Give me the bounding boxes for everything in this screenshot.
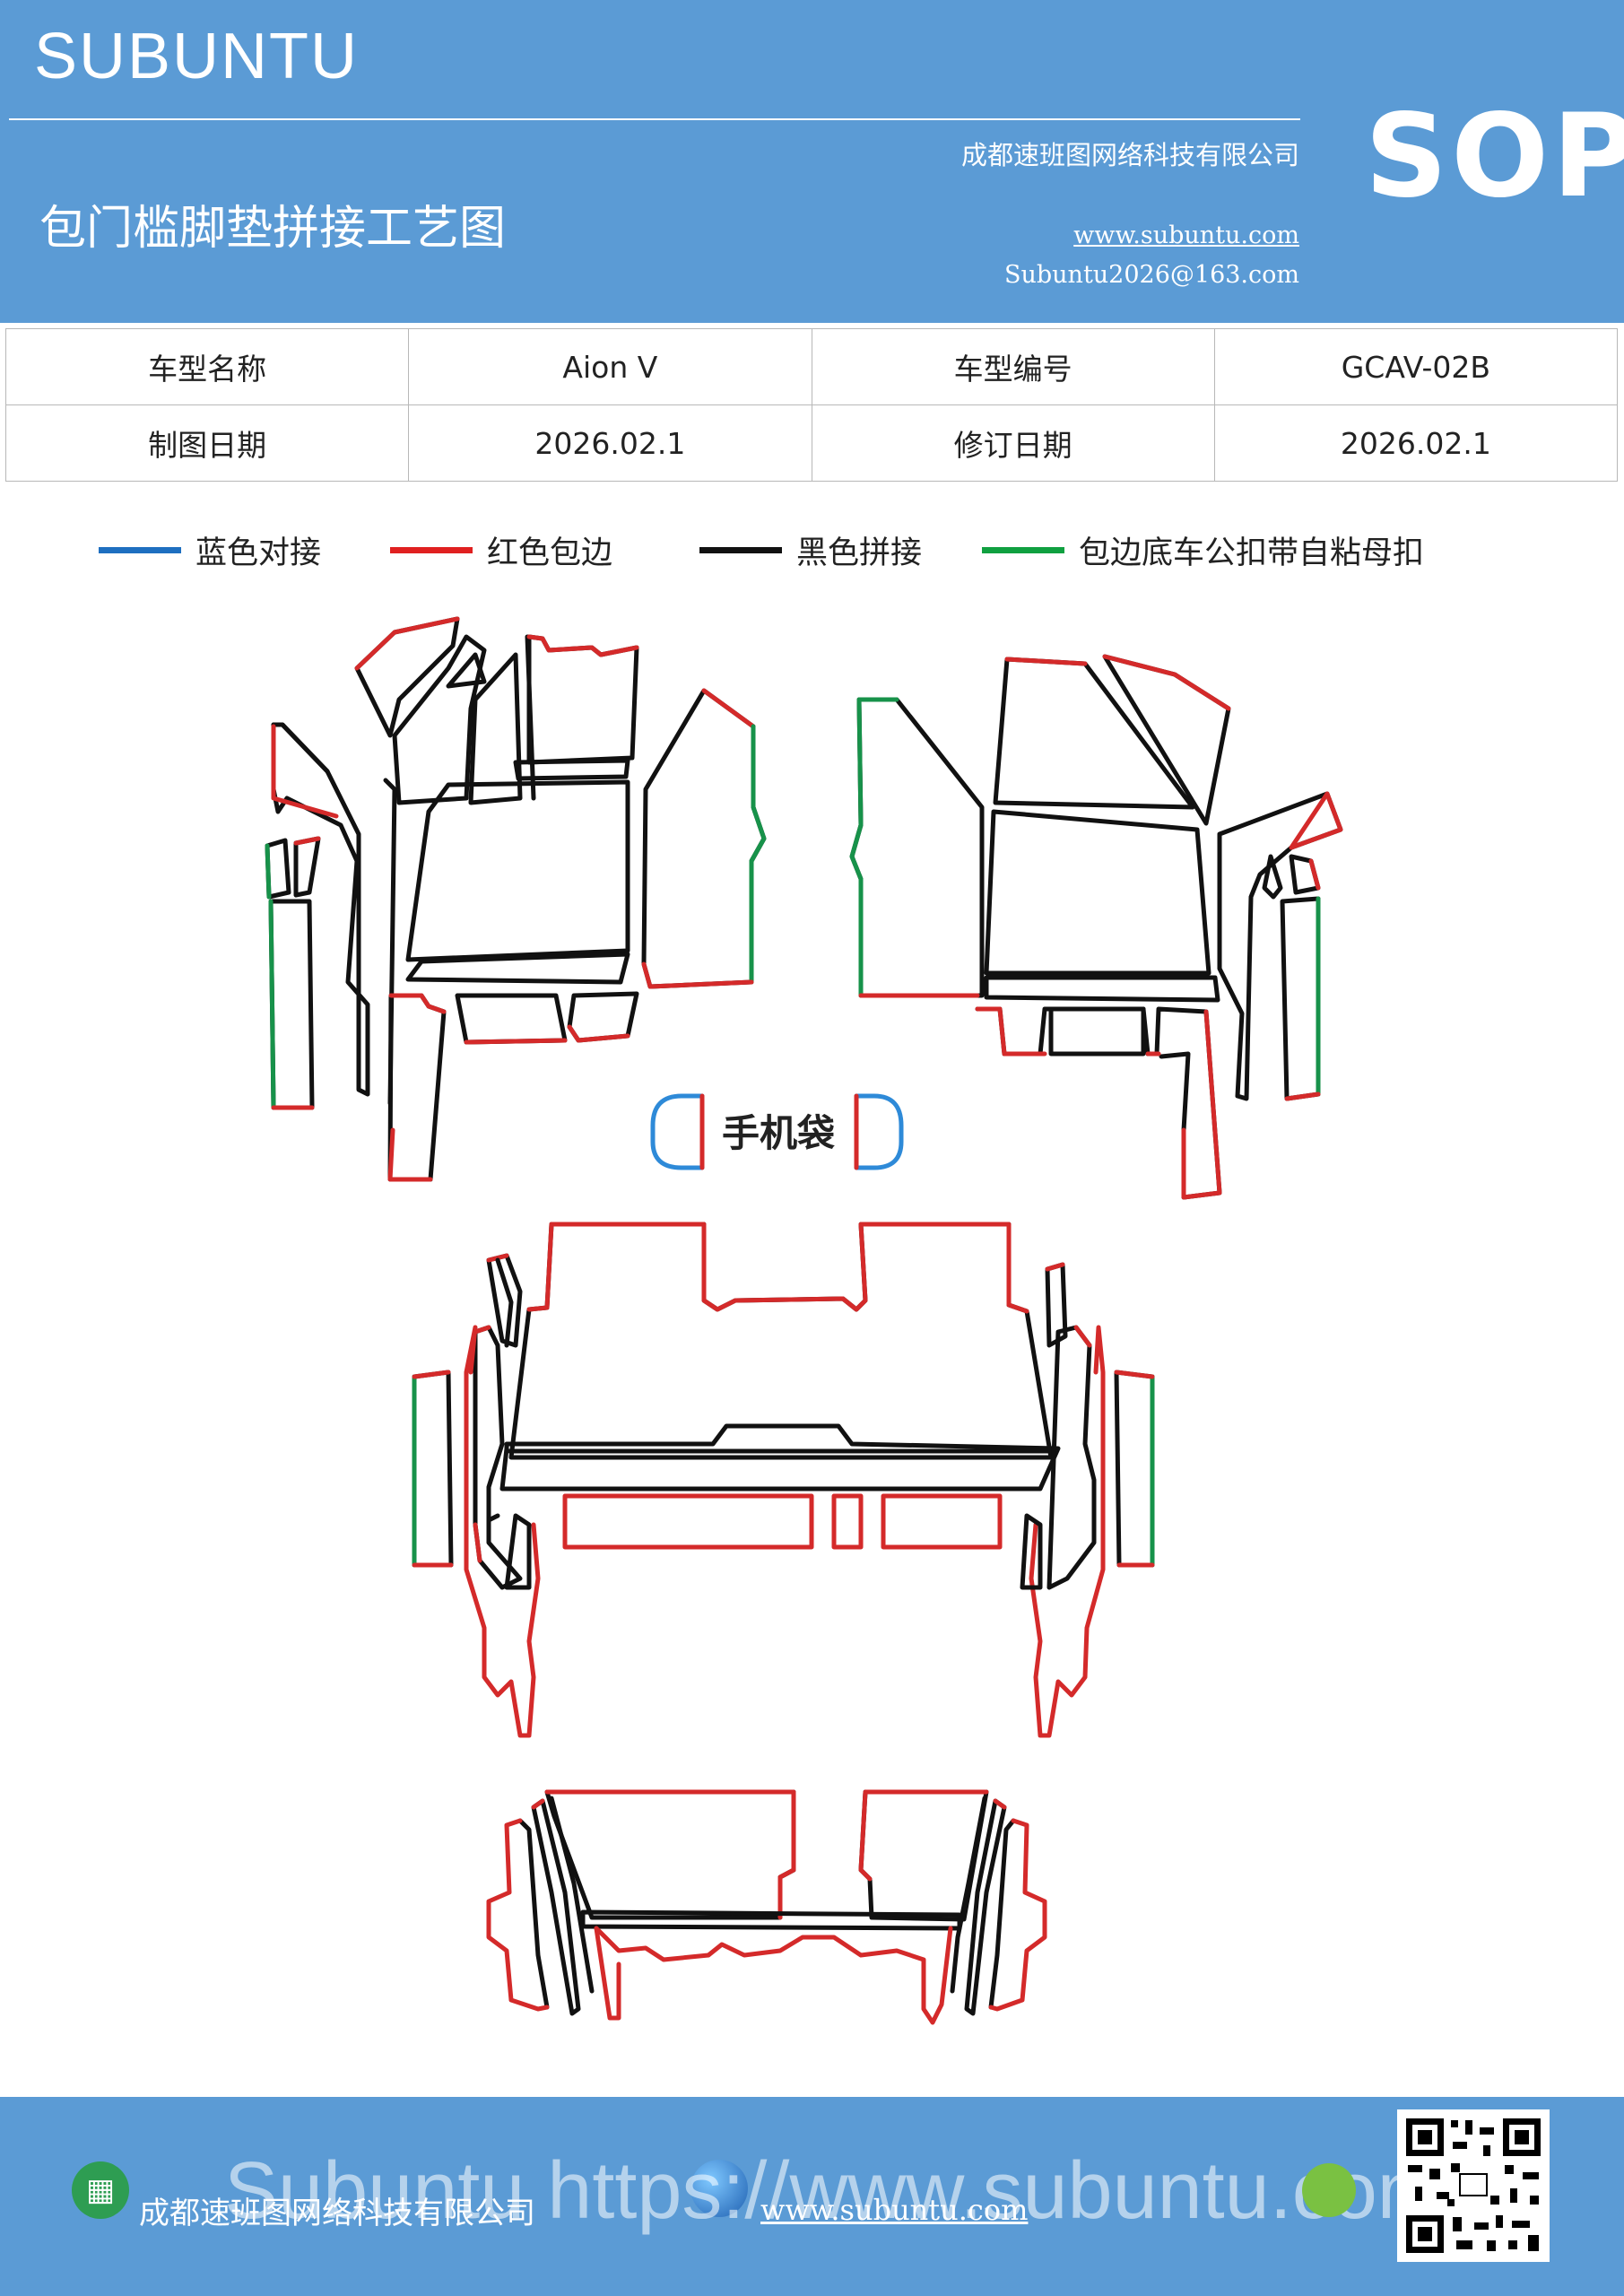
model-code-value: GCAV-02B xyxy=(1213,328,1619,405)
footer-watermark: Subuntu https://www.subuntu.com xyxy=(224,2146,1445,2236)
legend-swatch-green xyxy=(982,547,1064,553)
legend-item-black: 黑色拼接 xyxy=(699,527,922,573)
legend-label: 黑色拼接 xyxy=(796,535,923,571)
building-icon: ▦ xyxy=(72,2161,129,2219)
wechat-icon xyxy=(1302,2163,1356,2217)
middle-row-mats xyxy=(412,1222,1155,1738)
footer-website-link[interactable]: www.subuntu.com xyxy=(760,2193,1029,2227)
legend-item-blue: 蓝色对接 xyxy=(99,527,321,573)
line-legend: 蓝色对接 红色包边 黑色拼接 包边底车公扣带自粘母扣 xyxy=(0,527,1624,572)
legend-item-green: 包边底车公扣带自粘母扣 xyxy=(982,527,1424,573)
phone-pocket-label: 手机袋 xyxy=(722,1111,835,1155)
header-divider xyxy=(9,118,1300,120)
brand-name: SUBUNTU xyxy=(34,21,360,92)
company-name: 成都速班图网络科技有限公司 xyxy=(960,140,1299,170)
legend-label: 蓝色对接 xyxy=(195,535,322,571)
vehicle-info-table: 车型名称 Aion V 车型编号 GCAV-02B 制图日期 2026.02.1… xyxy=(4,328,1619,482)
legend-swatch-blue xyxy=(99,547,181,553)
drawing-date-value: 2026.02.1 xyxy=(408,404,812,482)
mat-splicing-diagram: 手机袋 xyxy=(265,616,1343,2025)
qr-code-icon xyxy=(1397,2109,1550,2262)
document-title: 包门槛脚垫拼接工艺图 xyxy=(39,202,507,256)
table-row: 车型名称 Aion V 车型编号 GCAV-02B xyxy=(4,328,1619,405)
footer-company: 成都速班图网络科技有限公司 xyxy=(139,2196,535,2231)
globe-icon xyxy=(690,2160,748,2217)
model-name-value: Aion V xyxy=(408,328,812,405)
legend-item-red: 红色包边 xyxy=(390,527,612,573)
model-name-label: 车型名称 xyxy=(4,328,410,405)
website-link[interactable]: www.subuntu.com xyxy=(1073,222,1299,249)
revision-date-label: 修订日期 xyxy=(811,404,1215,482)
email-address: Subuntu2026@163.com xyxy=(1004,261,1299,289)
rear-row-mats xyxy=(486,1789,1047,2025)
legend-swatch-black xyxy=(699,547,782,553)
legend-swatch-red xyxy=(390,547,473,553)
legend-label: 红色包边 xyxy=(487,535,613,571)
model-code-label: 车型编号 xyxy=(811,328,1215,405)
table-row: 制图日期 2026.02.1 修订日期 2026.02.1 xyxy=(4,404,1619,482)
legend-label: 包边底车公扣带自粘母扣 xyxy=(1079,535,1425,571)
revision-date-value: 2026.02.1 xyxy=(1213,404,1619,482)
drawing-date-label: 制图日期 xyxy=(4,404,410,482)
front-left-mats xyxy=(265,616,767,1182)
phone-pocket: 手机袋 xyxy=(650,1093,904,1170)
sop-badge: SOP xyxy=(1365,90,1624,223)
front-right-mats xyxy=(849,654,1343,1200)
header-banner xyxy=(0,0,1624,323)
